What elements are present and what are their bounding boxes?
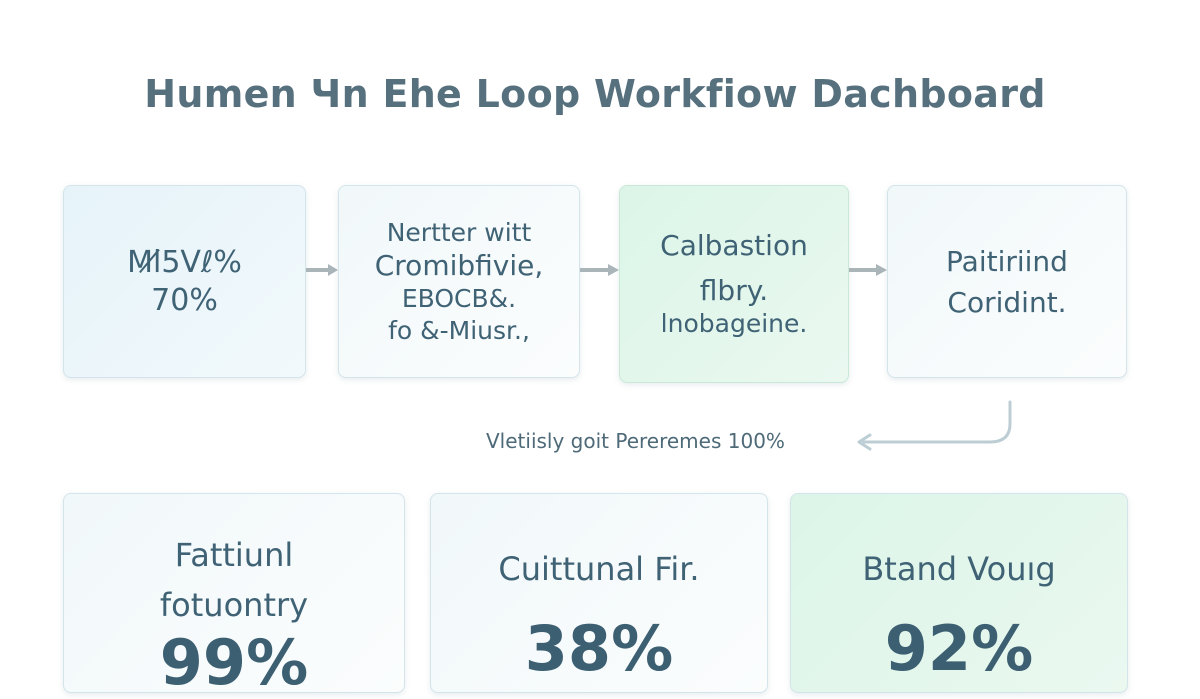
step-1-line-1: Ml̸5Vℓ% [127, 245, 242, 280]
metric-1-label: Fattiunl fotuontry [64, 530, 404, 630]
workflow-step-card-2[interactable]: Nertter witt Cromibfivie, EBOCB&. fo &-M… [338, 185, 580, 378]
metric-card-2[interactable]: Cuittunal Fir. 38% [430, 493, 768, 693]
workflow-step-card-3[interactable]: Calbastion flbry. lnobageine. [619, 185, 849, 383]
arrow-right-icon [580, 264, 619, 276]
feedback-return-arrow-icon [857, 400, 1012, 451]
workflow-step-card-1[interactable]: Ml̸5Vℓ% 70% [63, 185, 306, 378]
step-4-line-1: Paitiriind [946, 244, 1068, 278]
metric-3-value: 92% [884, 612, 1034, 685]
metric-1-label-line-2: fotuontry [159, 586, 309, 624]
metric-2-value: 38% [524, 612, 674, 685]
metric-1-value: 99% [159, 626, 309, 699]
step-4-line-2: Coridint. [947, 285, 1067, 319]
step-3-line-1: Calbastion [660, 229, 808, 263]
workflow-step-card-4[interactable]: Paitiriind Coridint. [887, 185, 1127, 378]
step-3-line-2: flbry. [699, 274, 769, 308]
step-2-line-4: fo &-Miusr., [388, 315, 530, 345]
metric-3-label: Btand Vouıg [862, 550, 1056, 588]
arrow-right-icon [849, 264, 887, 276]
metric-card-1[interactable]: Fattiunl fotuontry 99% [63, 493, 405, 699]
feedback-loop-label: Vletiisly goit Pereremes 100% [486, 429, 785, 453]
step-2-line-2: Cromibfivie, [374, 249, 544, 283]
metric-card-3[interactable]: Btand Vouıg 92% [790, 493, 1128, 693]
step-1-line-2: 70% [151, 282, 218, 318]
metric-2-label: Cuittunal Fir. [498, 550, 700, 588]
arrow-right-icon [306, 264, 338, 276]
step-2-line-3: EBOCB&. [401, 284, 517, 314]
dashboard-title: Humen Чn Ehe Loop Workfiow Dachboard [144, 72, 1046, 116]
metric-1-label-line-1: Fattiunl [174, 536, 294, 574]
step-3-line-3: lnobageine. [660, 309, 808, 339]
step-2-line-1: Nertter witt [386, 218, 532, 248]
